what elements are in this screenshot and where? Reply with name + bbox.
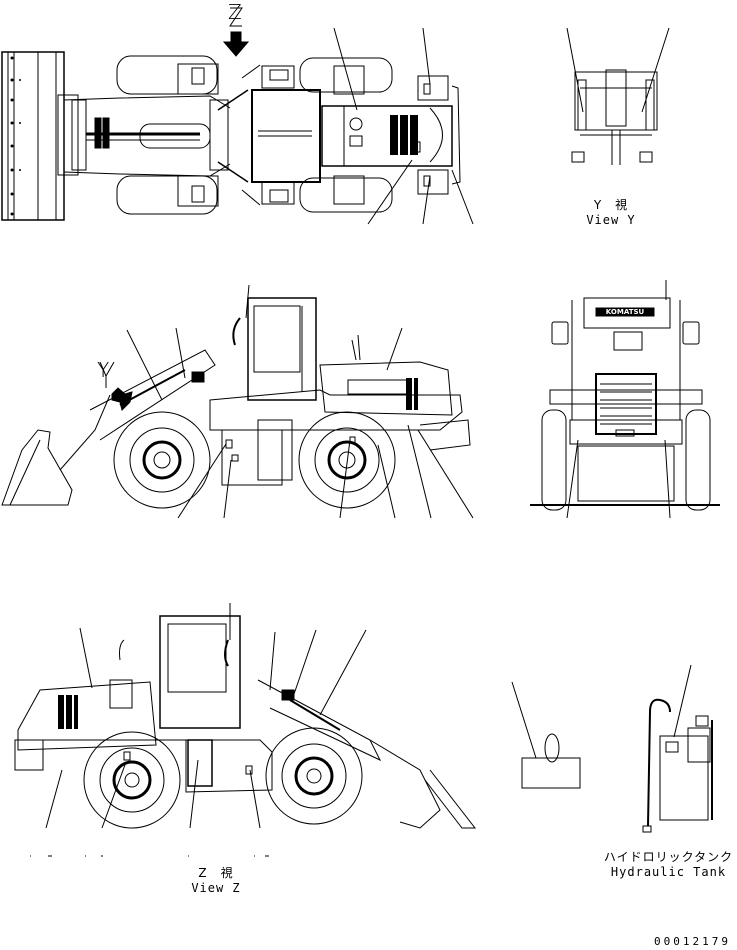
view-z-right-side-loader	[14, 603, 477, 829]
view-y-drawing	[566, 27, 670, 165]
hydraulic-tank-title-jp: ハイドロリックタンク	[603, 850, 734, 864]
view-z-down-arrow-icon	[222, 31, 250, 57]
hydraulic-tank-title-en: Hydraulic Tank	[610, 865, 727, 879]
hydraulic-tank-title: ハイドロリックタンク Hydraulic Tank	[600, 850, 737, 880]
view-y-title-jp: Y 視	[593, 198, 629, 212]
front-view-loader	[530, 280, 720, 519]
left-side-view-loader	[1, 284, 474, 519]
decal-detail	[511, 681, 581, 789]
drawing-number: 00012179	[654, 935, 731, 948]
view-z-title-jp: Z 視	[198, 866, 234, 880]
view-y-title-en: View Y	[586, 213, 636, 227]
komatsu-logo: KOMATSU	[605, 308, 645, 316]
top-view-loader	[1, 27, 474, 225]
view-y-title: Y 視 View Y	[575, 198, 647, 228]
view-z-title-en: View Z	[191, 881, 241, 895]
view-y-callout-letter: Y	[97, 358, 110, 382]
view-y-diagonal-arrow-icon	[111, 387, 133, 411]
view-z-title: Z 視 View Z	[180, 866, 252, 896]
hydraulic-tank-drawing	[642, 664, 713, 833]
view-z-callout-letter: Z	[228, 0, 242, 24]
